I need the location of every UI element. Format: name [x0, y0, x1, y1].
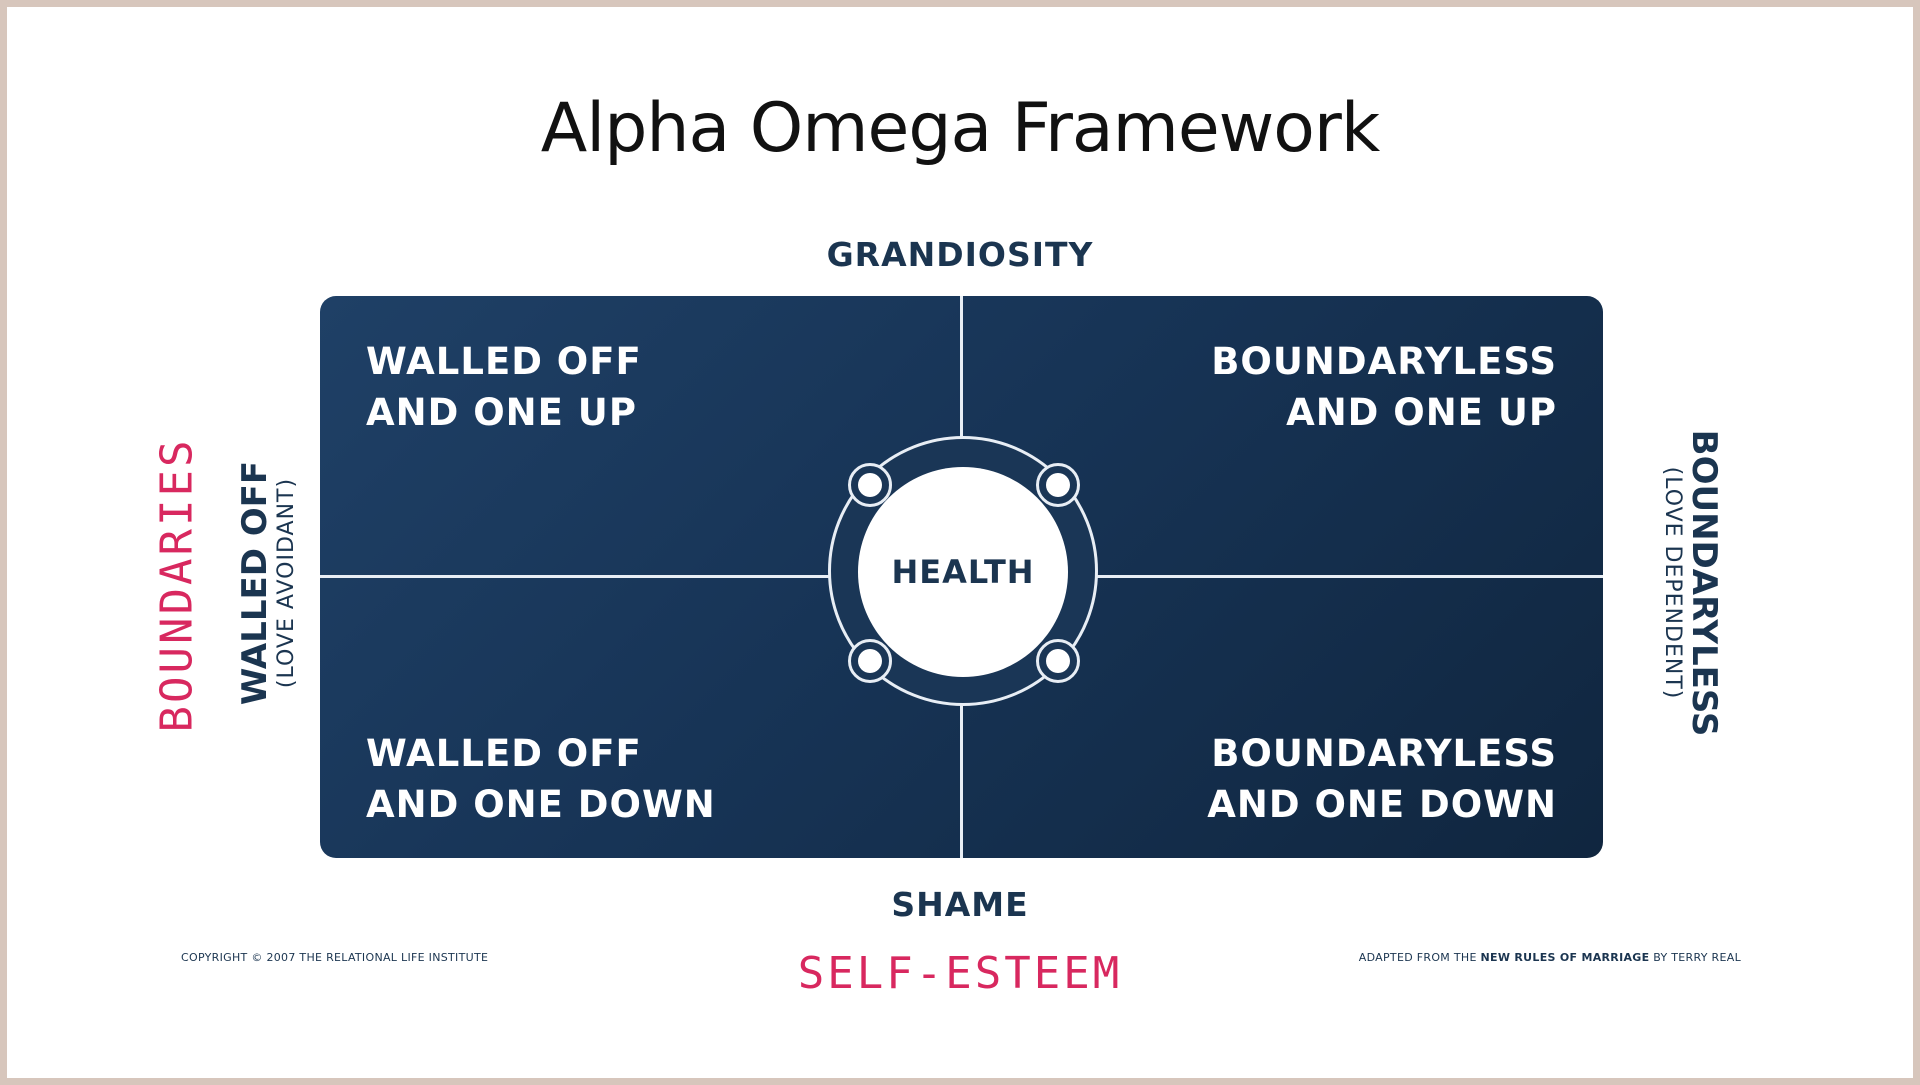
axis-label-boundaryless-sub: (LOVE DEPENDENT): [1660, 466, 1685, 700]
quadrant-walled-off-one-down: WALLED OFF AND ONE DOWN: [366, 728, 716, 830]
ring-node-bottom-right-icon: [1036, 639, 1080, 683]
quadrant-label-line: AND ONE UP: [1286, 391, 1557, 434]
copyright-footer: COPYRIGHT © 2007 THE RELATIONAL LIFE INS…: [181, 951, 489, 964]
quadrant-grid: WALLED OFF AND ONE UP BOUNDARYLESS AND O…: [320, 296, 1603, 858]
attribution-prefix: ADAPTED FROM THE: [1358, 951, 1481, 964]
quadrant-label-line: WALLED OFF: [366, 732, 642, 775]
attribution-suffix: BY TERRY REAL: [1649, 951, 1741, 964]
attribution-footer: ADAPTED FROM THE NEW RULES OF MARRIAGE B…: [1359, 951, 1741, 964]
axis-label-shame: SHAME: [891, 885, 1029, 924]
axis-label-walled-off-sub: (LOVE AVOIDANT): [274, 477, 299, 689]
page-title: Alpha Omega Framework: [540, 89, 1380, 168]
quadrant-label-line: AND ONE UP: [366, 391, 637, 434]
axis-label-walled-off-main: WALLED OFF: [235, 460, 275, 706]
quadrant-boundaryless-one-down: BOUNDARYLESS AND ONE DOWN: [1207, 728, 1557, 830]
dimension-label-boundaries: BOUNDARIES: [151, 437, 203, 733]
quadrant-boundaryless-one-up: BOUNDARYLESS AND ONE UP: [1211, 336, 1557, 438]
dimension-label-self-esteem: SELF-ESTEEM: [797, 948, 1123, 999]
ring-node-top-left-icon: [848, 463, 892, 507]
slide-canvas: Alpha Omega Framework GRANDIOSITY SHAME …: [7, 7, 1913, 1078]
ring-node-top-right-icon: [1036, 463, 1080, 507]
axis-label-grandiosity: GRANDIOSITY: [826, 235, 1094, 274]
attribution-book-title: NEW RULES OF MARRIAGE: [1480, 951, 1650, 964]
axis-label-boundaryless: BOUNDARYLESS (LOVE DEPENDENT): [1659, 429, 1724, 737]
health-circle: [858, 467, 1068, 677]
quadrant-label-line: AND ONE DOWN: [366, 783, 716, 826]
axis-label-boundaryless-main: BOUNDARYLESS: [1684, 429, 1724, 737]
axis-label-walled-off: WALLED OFF (LOVE AVOIDANT): [235, 460, 300, 706]
quadrant-label-line: WALLED OFF: [366, 340, 642, 383]
quadrant-label-line: AND ONE DOWN: [1207, 783, 1557, 826]
ring-node-bottom-left-icon: [848, 639, 892, 683]
quadrant-walled-off-one-up: WALLED OFF AND ONE UP: [366, 336, 642, 438]
quadrant-label-line: BOUNDARYLESS: [1211, 340, 1557, 383]
quadrant-label-line: BOUNDARYLESS: [1211, 732, 1557, 775]
health-label: HEALTH: [891, 553, 1035, 591]
